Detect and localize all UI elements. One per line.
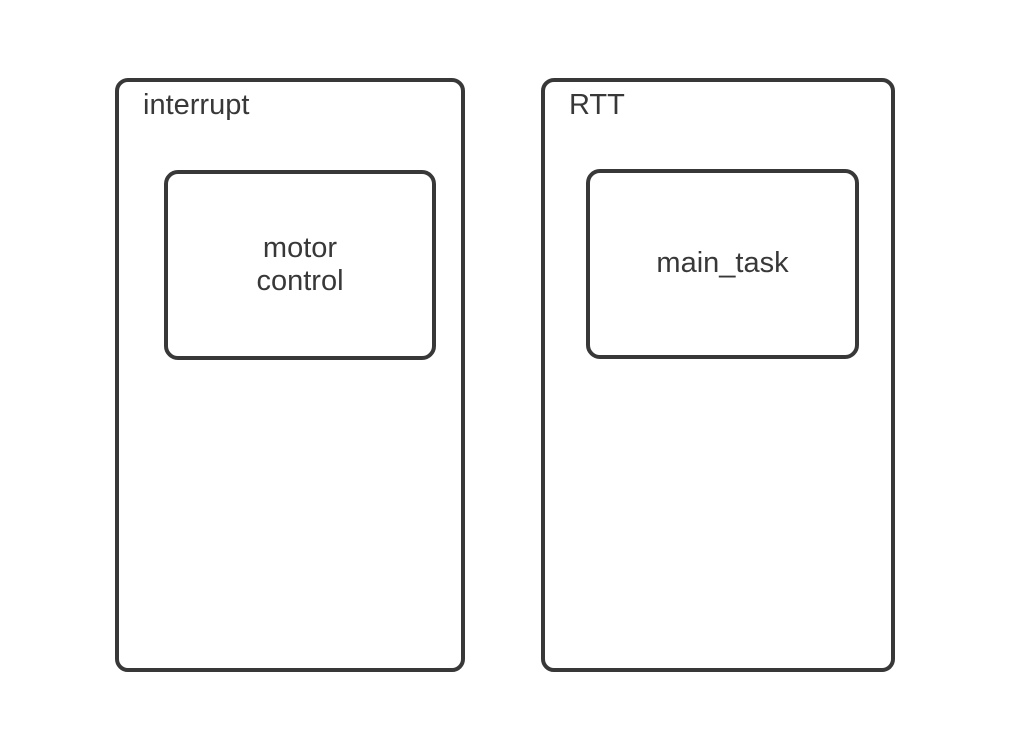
node-main-task-label: main_task <box>656 247 789 280</box>
node-motor-control: motor control <box>164 170 436 360</box>
node-motor-control-label: motor control <box>256 231 344 297</box>
container-interrupt: interrupt motor control <box>115 78 465 672</box>
container-rtt-label: RTT <box>569 89 625 121</box>
container-rtt: RTT main_task <box>541 78 895 672</box>
node-main-task: main_task <box>586 169 859 359</box>
container-interrupt-label: interrupt <box>143 89 250 121</box>
